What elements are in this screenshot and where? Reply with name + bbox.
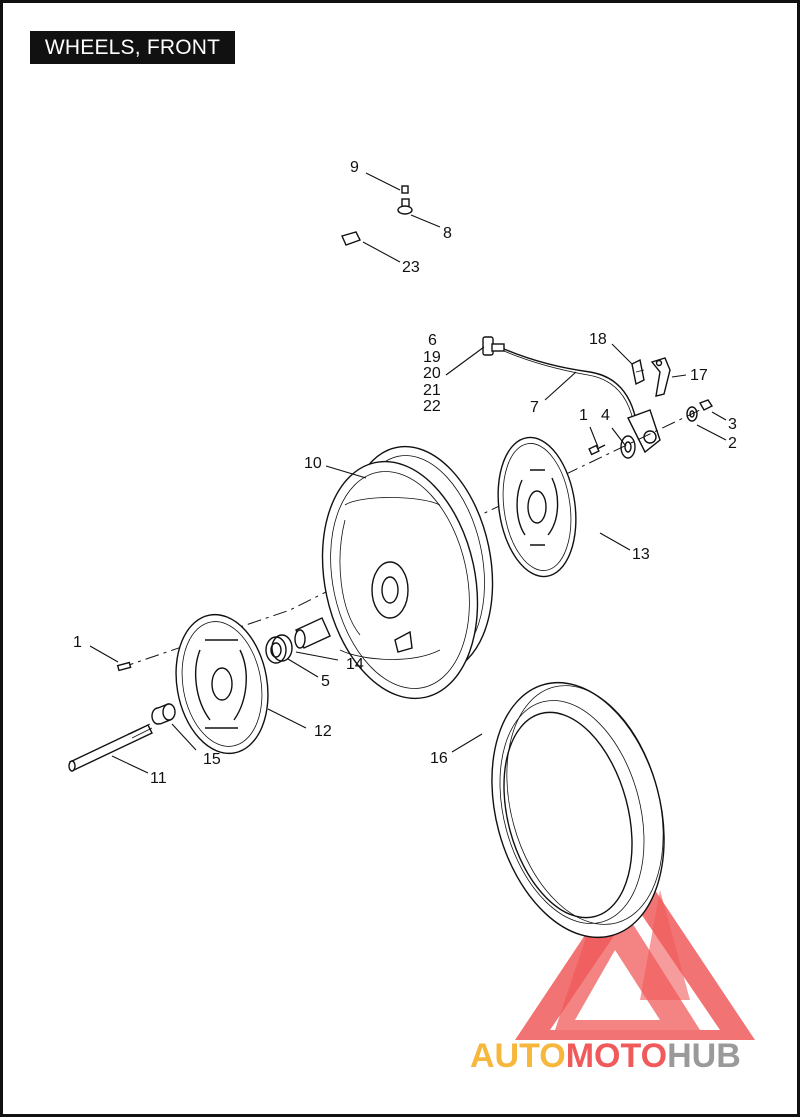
valve-stem-part: [397, 198, 413, 215]
tire-part: [491, 681, 665, 939]
callout-22: 22: [423, 398, 441, 415]
callout-17: 17: [690, 367, 708, 384]
callout-9: 9: [350, 159, 359, 176]
callout-3: 3: [728, 416, 737, 433]
rotor-screw-lower: [116, 661, 132, 672]
callout-labels: 9 8 23 6 19 20 21 22 18 17 7 1 4 3 2 10 …: [73, 159, 737, 787]
callout-20: 20: [423, 365, 441, 382]
wheel-speed-sensor-part: [482, 336, 661, 454]
callout-5: 5: [321, 673, 330, 690]
callout-16: 16: [430, 750, 448, 767]
brake-rotor-right: [497, 436, 577, 578]
page-title: WHEELS, FRONT: [30, 31, 235, 64]
spacer-part: [294, 617, 331, 649]
callout-11: 11: [150, 770, 167, 787]
callout-2: 2: [728, 435, 737, 452]
callout-23: 23: [402, 259, 420, 276]
leader-lines: [89, 172, 727, 774]
watermark-text: AUTOMOTOHUB: [470, 1037, 741, 1075]
valve-cap-part: [401, 185, 409, 194]
callout-21: 21: [423, 382, 441, 399]
brake-rotor-left: [175, 613, 269, 755]
callout-1-lower: 1: [73, 634, 82, 651]
bearing-upper: [620, 435, 636, 459]
callout-7: 7: [530, 399, 539, 416]
callout-1-upper: 1: [579, 407, 588, 424]
callout-4: 4: [601, 407, 610, 424]
clip-part: [631, 358, 645, 386]
watermark-logo: [515, 860, 755, 1040]
nut-part: [698, 399, 714, 411]
callout-10: 10: [304, 455, 322, 472]
axle-spacer-part: [151, 703, 176, 725]
callout-14: 14: [346, 656, 364, 673]
bearing-lower: [265, 634, 293, 664]
axle-part: [68, 723, 153, 772]
callout-19: 19: [423, 349, 441, 366]
callout-13: 13: [632, 546, 650, 563]
wheel-cast-part: [321, 445, 494, 700]
callout-6: 6: [428, 332, 437, 349]
callout-15: 15: [203, 751, 221, 768]
wheel-weight-part: [341, 231, 361, 246]
callout-12: 12: [314, 723, 332, 740]
rotor-screw-upper: [588, 444, 606, 456]
bracket-part: [650, 357, 671, 397]
callout-18: 18: [589, 331, 607, 348]
callout-8: 8: [443, 225, 452, 242]
